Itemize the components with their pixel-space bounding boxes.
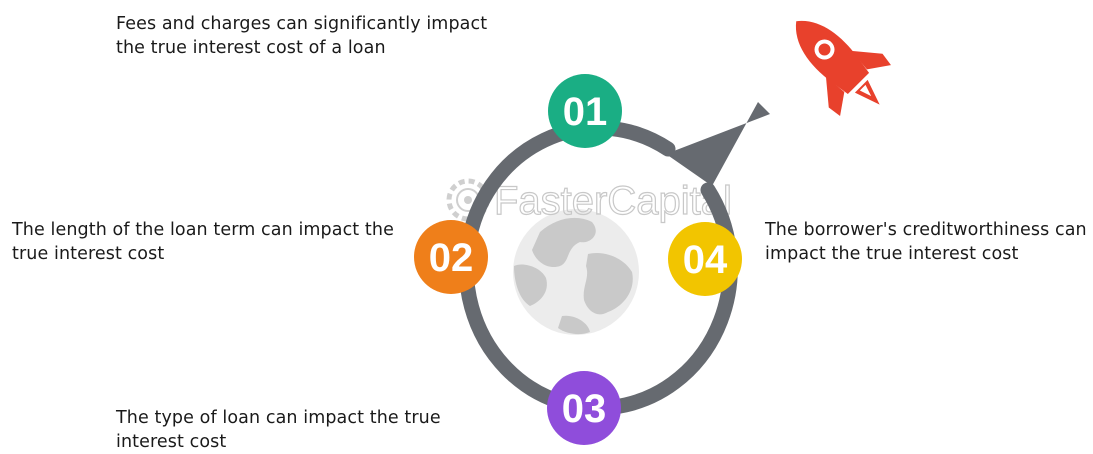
rocket-trail [666,102,770,186]
caption-line: impact the true interest cost [765,244,1019,264]
step-number: 02 [429,236,474,280]
step-03-caption: The type of loan can impact the true int… [116,406,441,454]
caption-line: The type of loan can impact the true [116,408,441,428]
step-circle-01: 01 [548,74,622,148]
step-bubble [547,371,621,445]
caption-line: interest cost [116,432,227,452]
step-number: 01 [563,90,608,134]
step-number: 04 [683,238,728,282]
caption-line: Fees and charges can significantly impac… [116,14,488,34]
step-01-caption: Fees and charges can significantly impac… [116,12,487,60]
caption-line: true interest cost [12,244,165,264]
watermark-text: FasterCapital [494,179,732,223]
step-bubble [548,74,622,148]
step-bubble [414,220,488,294]
step-04-caption: The borrower's creditworthiness can impa… [765,218,1087,266]
caption-line: The borrower's creditworthiness can [765,220,1087,240]
globe-icon [513,209,639,335]
step-bubble [668,222,742,296]
rocket-icon [795,20,891,116]
step-02-caption: The length of the loan term can impact t… [12,218,394,266]
caption-line: The length of the loan term can impact t… [12,220,394,240]
caption-line: the true interest cost of a loan [116,38,386,58]
watermark: FasterCapital [446,178,732,224]
step-circle-04: 04 [668,222,742,296]
step-circle-03: 03 [547,371,621,445]
step-circle-02: 02 [414,220,488,294]
cycle-ring [458,120,738,416]
step-number: 03 [562,387,607,431]
